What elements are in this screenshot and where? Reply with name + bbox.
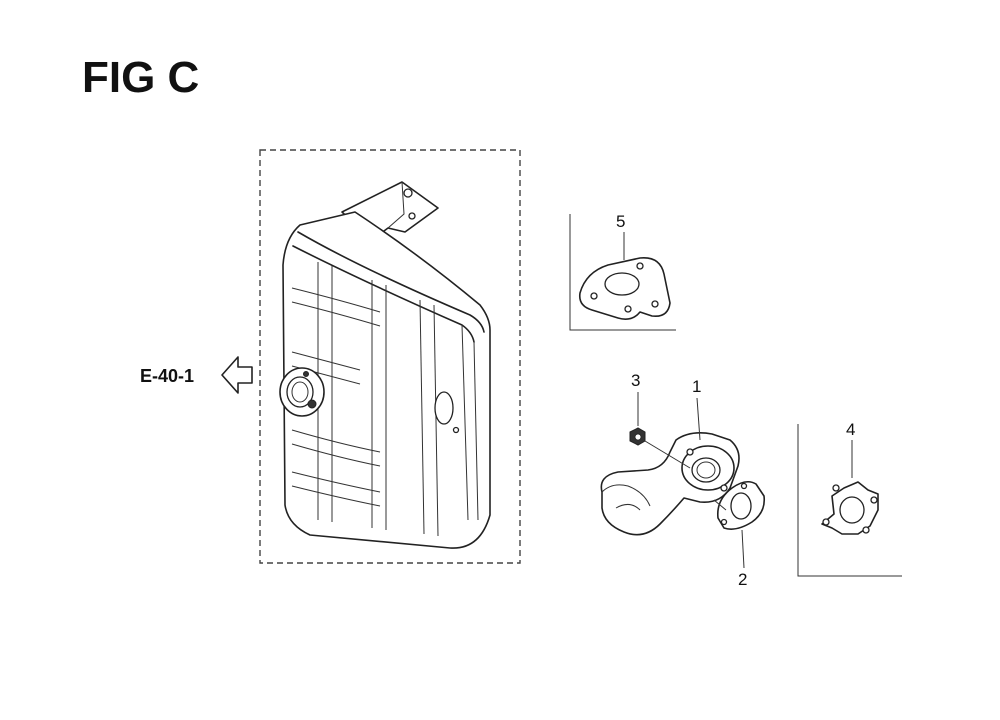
callout-3: 3 <box>631 371 640 390</box>
callout-4: 4 <box>846 420 855 439</box>
part-5-gasket <box>578 257 671 320</box>
part-5-frame <box>569 214 676 331</box>
gasket-assembly-line <box>713 499 727 511</box>
part-2-gasket <box>716 480 766 530</box>
callout-5: 5 <box>616 212 625 231</box>
callout-2: 2 <box>738 570 747 589</box>
callout-leader-1 <box>696 397 701 441</box>
reference-arrow-icon <box>221 356 253 394</box>
muffler-assembly-boundary <box>259 149 521 564</box>
part-4-gasket <box>821 481 879 535</box>
callout-leader-2 <box>741 529 745 569</box>
muffler <box>279 181 491 549</box>
callout-1: 1 <box>692 377 701 396</box>
figure-title: FIG C <box>82 53 199 102</box>
part-3-nut <box>629 427 646 446</box>
part-4-frame <box>797 424 902 577</box>
reference-label: E-40-1 <box>140 366 194 386</box>
nut-assembly-line <box>644 440 691 469</box>
part-1-exhaust-pipe <box>600 432 740 536</box>
